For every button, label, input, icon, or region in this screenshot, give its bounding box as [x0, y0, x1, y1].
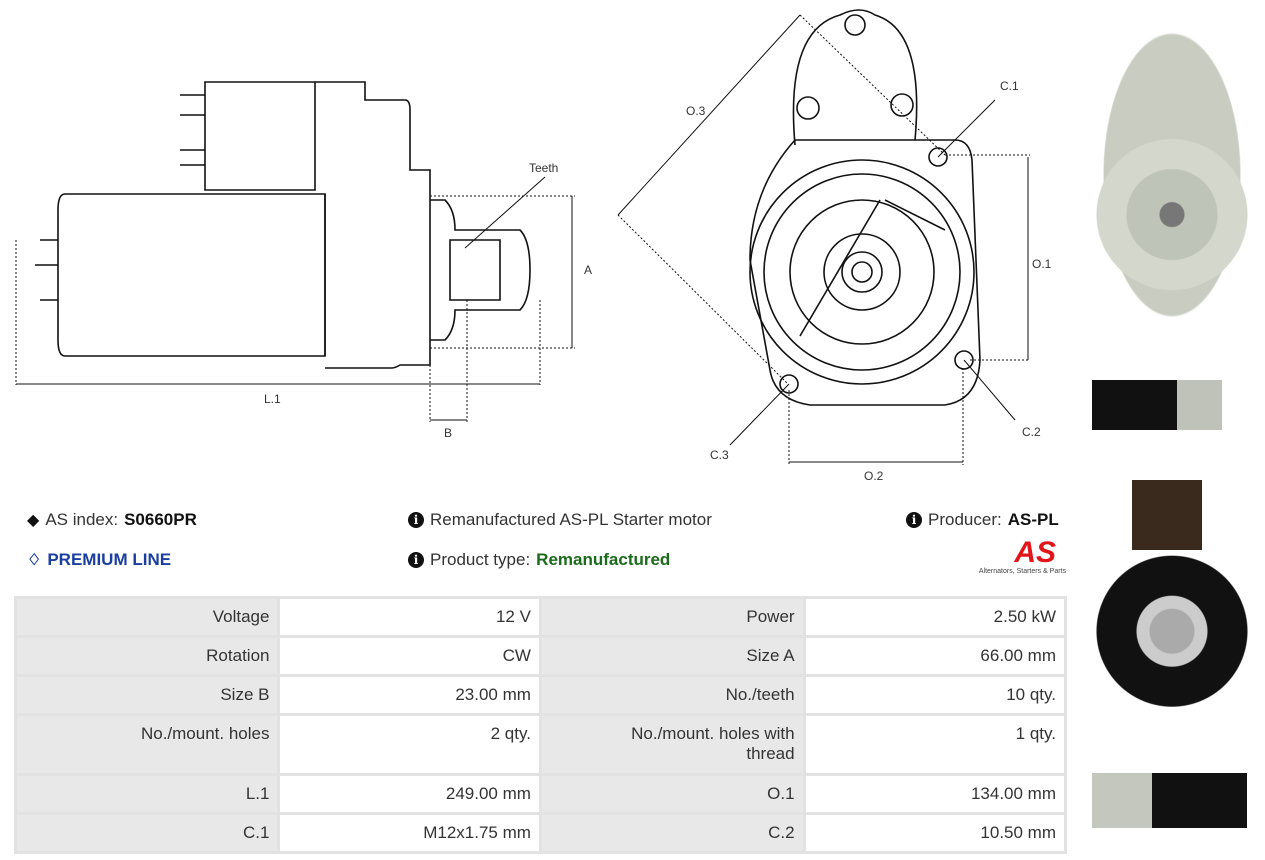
spec-value: 134.00 mm	[802, 773, 1068, 815]
front-view-drawing	[617, 9, 1030, 465]
spec-value: 23.00 mm	[277, 674, 542, 716]
premium-line-badge: ♢ PREMIUM LINE	[27, 550, 172, 569]
dimension-c1-label: C.1	[1000, 79, 1019, 93]
product-type: i Product type:Remanufactured	[408, 550, 670, 570]
as-index: ◆ AS index:S0660PR	[27, 510, 197, 529]
spec-label: C.1	[13, 812, 281, 854]
product-photo-side[interactable]	[1092, 350, 1257, 455]
spec-label: L.1	[13, 773, 281, 815]
product-photo-angle[interactable]	[1092, 738, 1252, 848]
spec-label: Power	[538, 596, 806, 638]
spec-label: No./mount. holes	[13, 713, 281, 776]
dimension-o1-label: O.1	[1032, 257, 1052, 271]
diamond-icon: ♢	[27, 552, 42, 569]
dimension-b-label: B	[444, 426, 453, 440]
spec-label: No./teeth	[538, 674, 806, 716]
description: i Remanufactured AS-PL Starter motor	[408, 510, 712, 530]
spec-value: 2 qty.	[277, 713, 542, 776]
dimension-c2-label: C.2	[1022, 425, 1041, 439]
spec-label: O.1	[538, 773, 806, 815]
spec-label: C.2	[538, 812, 806, 854]
dimension-a-label: A	[584, 263, 593, 277]
dimension-o3-label: O.3	[686, 104, 706, 118]
dimension-l1-label: L.1	[264, 392, 281, 406]
spec-label: No./mount. holes with thread	[538, 713, 806, 776]
info-icon: i	[906, 512, 922, 528]
side-view-drawing	[15, 81, 575, 422]
spec-label: Size A	[538, 635, 806, 677]
spec-label: Size B	[13, 674, 281, 716]
spec-value: 10.50 mm	[802, 812, 1068, 854]
dimension-o2-label: O.2	[864, 469, 884, 483]
product-photo-rear[interactable]	[1092, 470, 1252, 730]
as-pl-logo: AS Alternators, Starters & Parts	[966, 538, 1066, 575]
spec-value: 10 qty.	[802, 674, 1068, 716]
spec-value: M12x1.75 mm	[277, 812, 542, 854]
spec-value: 249.00 mm	[277, 773, 542, 815]
info-icon: i	[408, 552, 424, 568]
dimension-c3-label: C.3	[710, 448, 729, 462]
tags-icon: ◆	[27, 512, 40, 529]
spec-value: 2.50 kW	[802, 596, 1068, 638]
spec-value: 1 qty.	[802, 713, 1068, 776]
info-icon: i	[408, 512, 424, 528]
product-photo-front[interactable]	[1092, 10, 1252, 340]
spec-value: CW	[277, 635, 542, 677]
teeth-label: Teeth	[529, 161, 559, 175]
spec-label: Voltage	[13, 596, 281, 638]
producer: i Producer:AS-PL	[906, 510, 1059, 530]
spec-value: 12 V	[277, 596, 542, 638]
spec-value: 66.00 mm	[802, 635, 1068, 677]
spec-label: Rotation	[13, 635, 281, 677]
